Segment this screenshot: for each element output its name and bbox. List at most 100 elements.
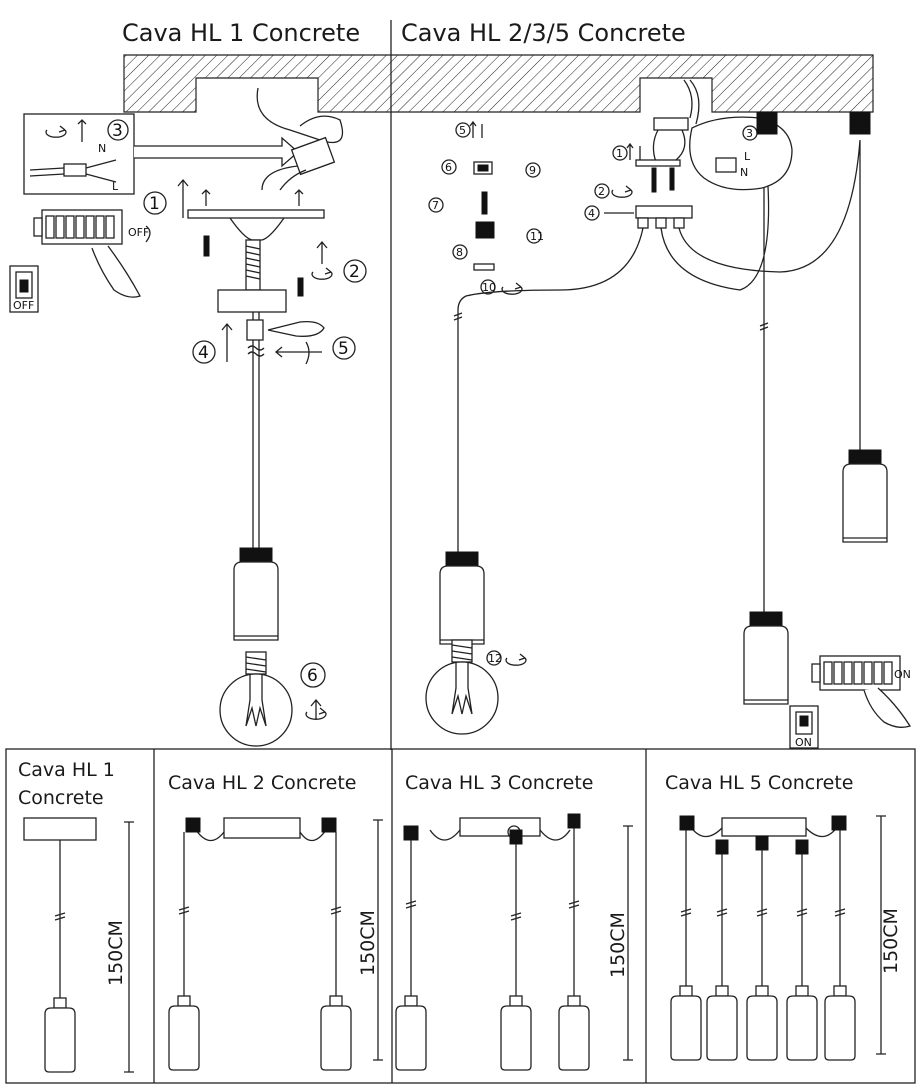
breaker-panel: [811, 655, 901, 691]
step-1-label: 1: [616, 147, 623, 160]
cord: [660, 139, 770, 612]
lamp-shade: [786, 985, 818, 1061]
step-5-label: 5: [338, 339, 349, 359]
lamp-shade: [706, 985, 738, 1061]
right-title: Cava HL 2/3/5 Concrete: [401, 19, 686, 47]
wiring-inset: [689, 116, 793, 191]
ceiling-mount: [755, 835, 769, 851]
lamp-shade: [500, 995, 532, 1071]
ceiling-canopy: [721, 817, 807, 837]
step-9-label: 9: [529, 164, 536, 177]
on-switch-label: ON: [795, 736, 812, 749]
ceiling-mount: [185, 817, 201, 833]
terminal-block: [290, 136, 336, 176]
height-dimension: [373, 819, 383, 1061]
ceiling-mount: [403, 825, 419, 841]
off-label: OFF: [128, 226, 149, 239]
breaker-panel: [33, 209, 123, 245]
step-2-label: 2: [349, 262, 360, 282]
lamp-shade: [233, 547, 279, 641]
step-11-label: 11: [530, 230, 544, 243]
cord: [457, 227, 644, 552]
junction-box: [653, 117, 689, 131]
model-panel-hl5: Cava HL 5 Concrete 150CM: [665, 772, 902, 1061]
ceiling-canopy: [217, 289, 287, 313]
bulb-icon: [219, 651, 293, 747]
screw-icon: [297, 277, 304, 297]
lamp-shade: [44, 997, 76, 1073]
model-title: Cava HL 2 Concrete: [168, 772, 356, 794]
off-switch-label: OFF: [13, 299, 34, 312]
model-title: Cava HL 3 Concrete: [405, 772, 593, 794]
lamp-shade: [439, 551, 485, 645]
arrow-left-icon: [274, 346, 322, 358]
lamp-shade: [395, 995, 427, 1071]
hand-icon: [863, 687, 911, 728]
ceiling-mount: [509, 829, 523, 845]
model-title: Cava HL 1: [18, 759, 115, 781]
ceiling-mount: [849, 111, 871, 135]
ceiling-mount: [321, 817, 337, 833]
step-6-label: 6: [445, 161, 452, 174]
step-10-label: 10: [482, 281, 496, 294]
lamp-shade: [824, 985, 856, 1061]
lamp-shade: [842, 449, 888, 543]
ceiling-mount: [715, 839, 729, 855]
arrow-up-icon: [177, 178, 189, 218]
ceiling-canopy: [635, 205, 693, 219]
model-title: Concrete: [18, 787, 104, 809]
step-2-label: 2: [598, 185, 605, 198]
model-panel-hl1: Cava HL 1 Concrete 150CM: [18, 759, 134, 1073]
model-title: Cava HL 5 Concrete: [665, 772, 853, 794]
lamp-shade: [168, 995, 200, 1071]
height-label: 150CM: [607, 912, 629, 978]
ceiling-canopy: [223, 817, 301, 839]
on-label: ON: [894, 668, 911, 681]
cord-grip: [475, 221, 495, 239]
cord: [678, 139, 861, 450]
model-panel-hl2: Cava HL 2 Concrete 150CM: [168, 772, 383, 1071]
step-8-label: 8: [456, 246, 463, 259]
ceiling-canopy: [459, 817, 541, 837]
live-label: L: [112, 180, 119, 193]
step-1-label: 1: [149, 194, 160, 214]
screw-icon: [203, 235, 210, 257]
height-dimension: [876, 815, 886, 1055]
neutral-label: N: [740, 166, 748, 179]
arrow-up-icon: [221, 322, 233, 362]
step-12-label: 12: [488, 652, 502, 665]
lamp-shade: [743, 611, 789, 705]
ceiling-mount: [756, 111, 778, 135]
ceiling-canopy: [23, 817, 97, 841]
screwdriver-icon: [77, 119, 87, 142]
ceiling: [123, 54, 874, 113]
ceiling-mount: [567, 813, 581, 829]
step-3-label: 3: [112, 121, 123, 141]
lamp-shade: [746, 985, 778, 1061]
height-label: 150CM: [105, 920, 127, 986]
height-dimension: [623, 825, 633, 1061]
mounting-plate: [635, 159, 681, 167]
hand-icon: [267, 320, 325, 337]
step-4-label: 4: [198, 343, 209, 363]
mounting-plate: [187, 209, 325, 219]
screw-icon: [201, 189, 304, 206]
step-5-label: 5: [459, 124, 466, 137]
ceiling-mount: [831, 815, 847, 831]
cord-grip: [246, 319, 264, 341]
step-7-label: 7: [432, 199, 439, 212]
ceiling-mount: [795, 839, 809, 855]
lamp-shade: [670, 985, 702, 1061]
neutral-label: N: [98, 142, 106, 155]
step-4-label: 4: [588, 207, 595, 220]
on-switch: [789, 705, 819, 749]
arrow-icon: [134, 136, 299, 168]
hl1-install-diagram: 3 N L 1 2: [9, 87, 367, 747]
lamp-shade: [558, 995, 590, 1071]
step-6-label: 6: [307, 666, 318, 686]
left-title: Cava HL 1 Concrete: [122, 19, 360, 47]
height-dimension: [124, 821, 134, 1073]
models-frame: [5, 748, 916, 1084]
arrow-up-icon: [316, 240, 328, 264]
